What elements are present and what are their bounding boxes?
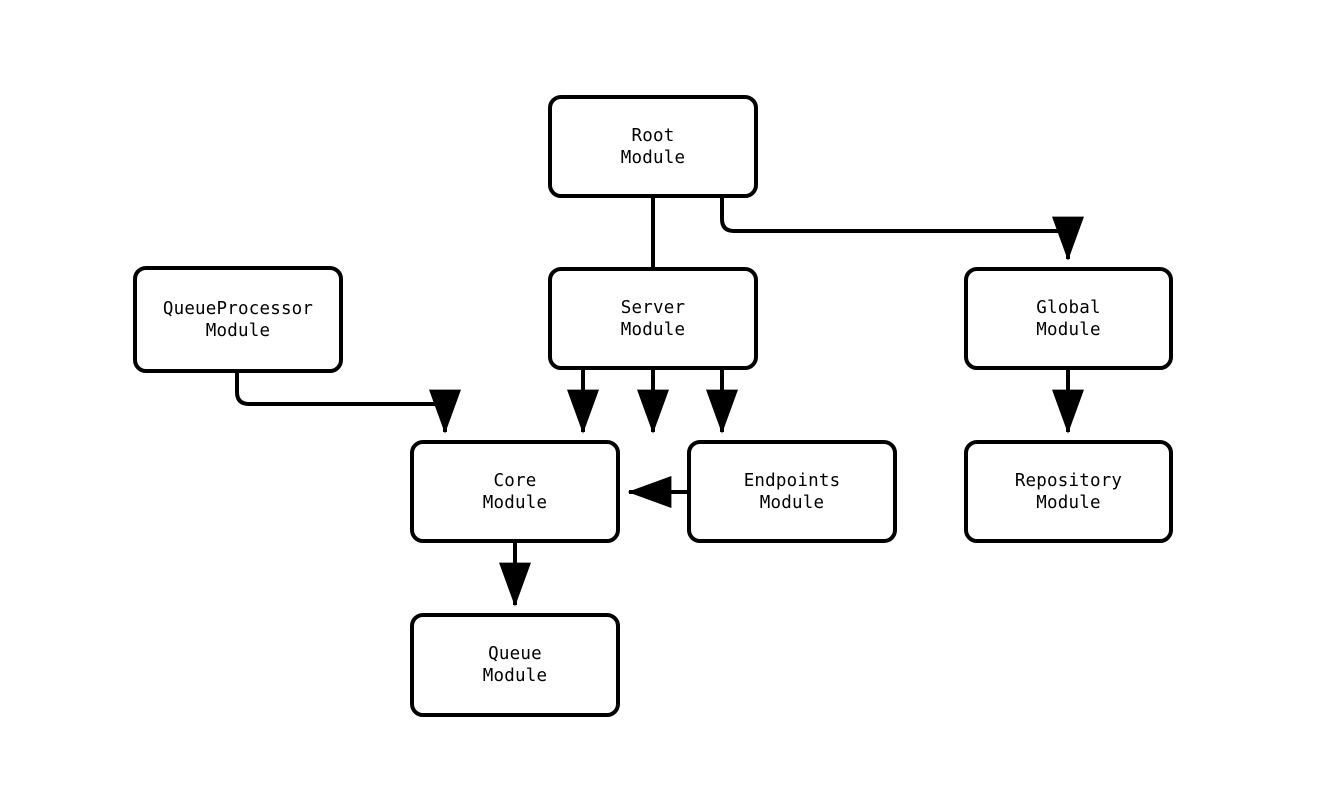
- node-endpoints-module-line2: Module: [759, 492, 825, 513]
- node-server-module-line1: Server: [620, 297, 686, 318]
- node-server-module-line2: Module: [620, 319, 686, 340]
- node-root-module-line2: Module: [620, 147, 686, 168]
- node-global-module-line1: Global: [1036, 297, 1101, 318]
- node-repository-module-line1: Repository: [1014, 470, 1123, 491]
- node-core-module-line1: Core: [493, 470, 537, 491]
- node-endpoints-module[interactable]: Endpoints Module: [687, 440, 897, 543]
- node-global-module-line2: Module: [1036, 319, 1101, 340]
- node-global-module[interactable]: Global Module: [964, 267, 1173, 370]
- node-queueprocessor-module-line2: Module: [205, 320, 271, 341]
- node-repository-module[interactable]: Repository Module: [964, 440, 1173, 543]
- edge-queueprocessor-to-core: [235, 373, 461, 434]
- node-queueprocessor-module[interactable]: QueueProcessor Module: [133, 266, 343, 373]
- node-queue-module-line2: Module: [482, 666, 548, 686]
- node-endpoints-module-line1: Endpoints: [743, 470, 841, 491]
- node-root-module-line1: Root: [631, 125, 675, 146]
- node-core-module[interactable]: Core Module: [410, 440, 620, 543]
- node-queueprocessor-module-line1: QueueProcessor: [162, 298, 314, 319]
- node-root-module[interactable]: Root Module: [548, 95, 758, 198]
- node-repository-module-line2: Module: [1036, 492, 1101, 513]
- node-core-module-line2: Module: [482, 492, 548, 513]
- edge-root-to-global: [720, 198, 1084, 261]
- node-server-module[interactable]: Server Module: [548, 267, 758, 370]
- node-queue-module-line1: Queue: [488, 644, 542, 664]
- node-queue-module[interactable]: Queue Module: [410, 613, 620, 717]
